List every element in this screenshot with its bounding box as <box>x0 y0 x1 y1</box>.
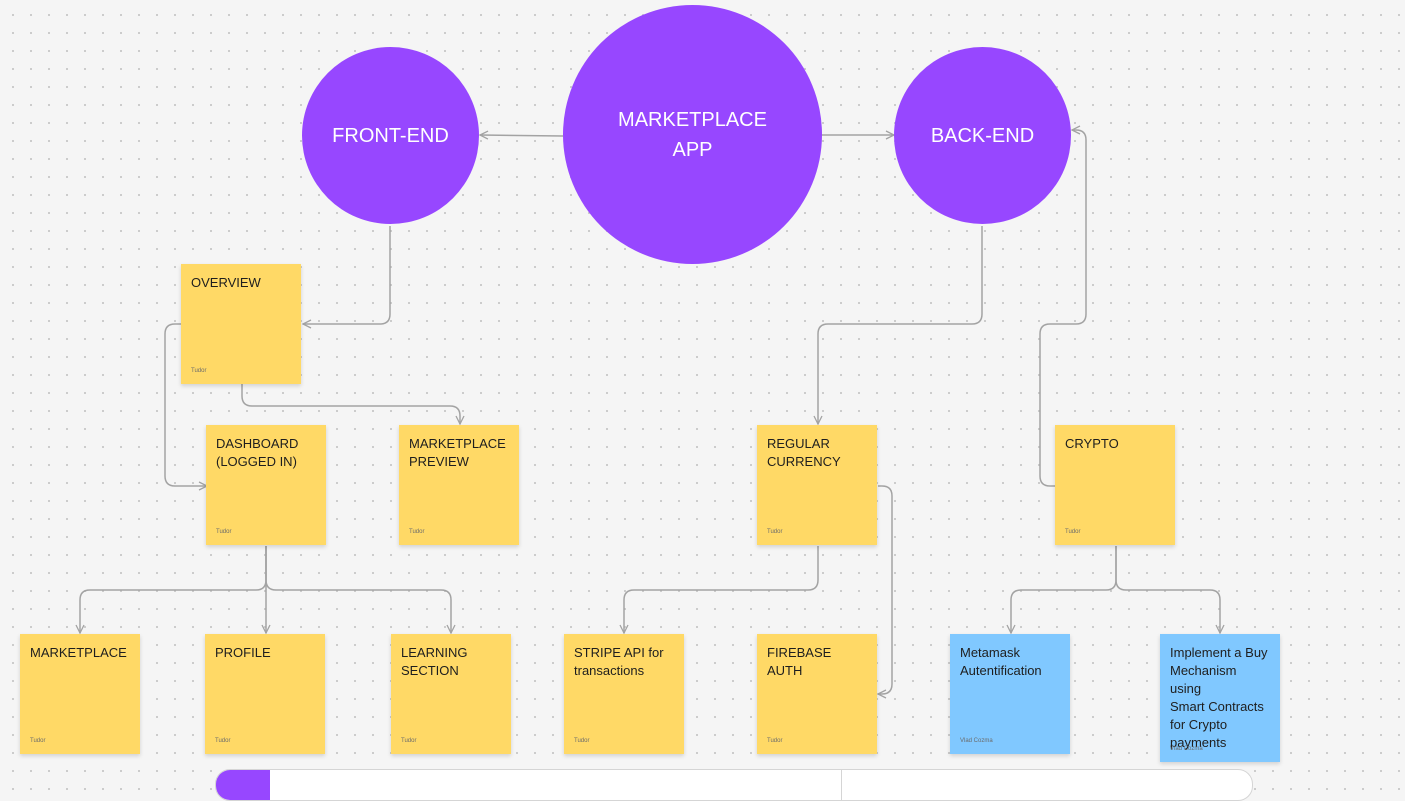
toolbar-active-tool[interactable] <box>216 770 270 800</box>
note-author: Vlad Cozma <box>960 738 993 744</box>
sticky-overview[interactable]: OVERVIEW Tudor <box>181 264 301 384</box>
note-author: Tudor <box>401 738 417 744</box>
sticky-learning-section[interactable]: LEARNING SECTION Tudor <box>391 634 511 754</box>
sticky-firebase-auth[interactable]: FIREBASE AUTH Tudor <box>757 634 877 754</box>
note-text: PROFILE <box>215 645 271 660</box>
note-text: REGULAR CURRENCY <box>767 436 841 469</box>
connector-frontend-to-overview <box>303 226 391 324</box>
connector-backend-to-regular <box>818 226 983 424</box>
sticky-metamask[interactable]: Metamask Autentification Vlad Cozma <box>950 634 1070 754</box>
bottom-toolbar[interactable] <box>215 769 1253 801</box>
note-text: CRYPTO <box>1065 436 1119 451</box>
sticky-regular-currency[interactable]: REGULAR CURRENCY Tudor <box>757 425 877 545</box>
connector-crypto-to-backend <box>1039 130 1087 487</box>
sticky-marketplace-preview[interactable]: MARKETPLACE PREVIEW Tudor <box>399 425 519 545</box>
connector-crypto-to-metamask <box>1011 546 1117 633</box>
note-text: Metamask Autentification <box>960 645 1042 678</box>
note-author: Tudor <box>215 738 231 744</box>
note-author: Tudor <box>767 738 783 744</box>
connector-dashboard-to-marketplace <box>80 546 267 633</box>
note-text: Implement a Buy Mechanism using Smart Co… <box>1170 645 1268 750</box>
note-author: Tudor <box>30 738 46 744</box>
connector-layer <box>0 0 1405 783</box>
note-author: Tudor <box>574 738 590 744</box>
note-text: MARKETPLACE PREVIEW <box>409 436 506 469</box>
note-author: Vlad Cozma <box>1170 746 1203 752</box>
front-end-node[interactable]: FRONT-END <box>302 47 479 224</box>
note-text: DASHBOARD (LOGGED IN) <box>216 436 299 469</box>
sticky-marketplace[interactable]: MARKETPLACE Tudor <box>20 634 140 754</box>
connector-app-to-frontend <box>480 135 564 136</box>
connector-dashboard-to-learning <box>265 546 451 633</box>
sticky-dashboard[interactable]: DASHBOARD (LOGGED IN) Tudor <box>206 425 326 545</box>
back-end-node[interactable]: BACK-END <box>894 47 1071 224</box>
note-author: Tudor <box>1065 529 1081 535</box>
note-author: Tudor <box>191 368 207 374</box>
connector-crypto-to-buy <box>1115 546 1220 633</box>
connector-regular-to-firebase <box>878 485 893 694</box>
sticky-stripe-api[interactable]: STRIPE API for transactions Tudor <box>564 634 684 754</box>
note-author: Tudor <box>409 529 425 535</box>
connector-regular-to-stripe <box>624 546 819 633</box>
note-text: STRIPE API for transactions <box>574 645 664 678</box>
toolbar-divider <box>841 770 842 800</box>
note-text: OVERVIEW <box>191 275 261 290</box>
note-text: MARKETPLACE <box>30 645 127 660</box>
sticky-crypto[interactable]: CRYPTO Tudor <box>1055 425 1175 545</box>
connector-overview-to-dashboard <box>164 323 207 486</box>
sticky-profile[interactable]: PROFILE Tudor <box>205 634 325 754</box>
note-text: LEARNING SECTION <box>401 645 468 678</box>
sticky-buy-mechanism[interactable]: Implement a Buy Mechanism using Smart Co… <box>1160 634 1280 762</box>
marketplace-app-node[interactable]: MARKETPLACE APP <box>563 5 822 264</box>
note-author: Tudor <box>767 529 783 535</box>
note-author: Tudor <box>216 529 232 535</box>
connector-overview-to-preview <box>241 384 460 424</box>
note-text: FIREBASE AUTH <box>767 645 832 678</box>
